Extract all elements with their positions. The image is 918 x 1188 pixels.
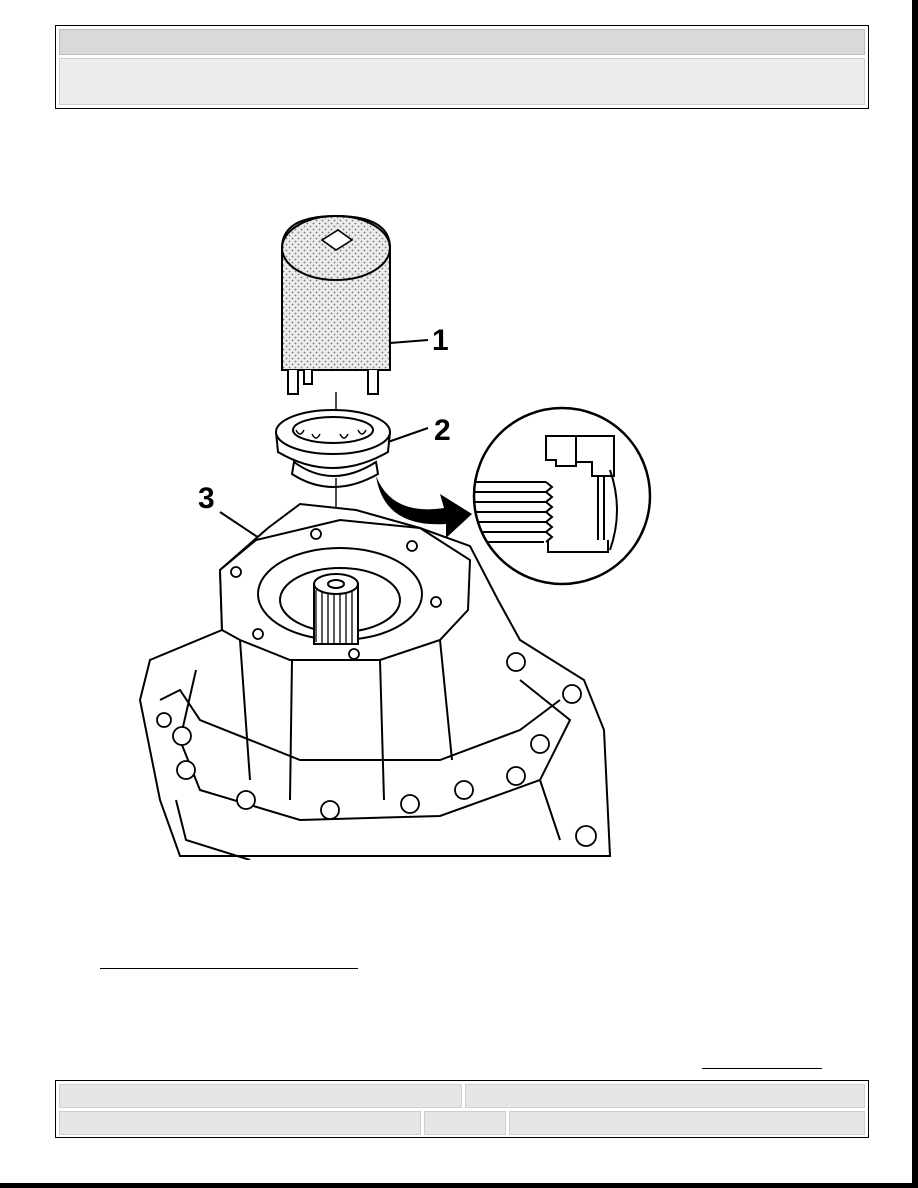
callout-leader-1: [389, 339, 429, 344]
header-title: [59, 29, 865, 55]
footer-cell-4: [424, 1111, 506, 1135]
document-footer: [55, 1080, 869, 1138]
housing-bolts: [156, 528, 597, 847]
document-header: [55, 25, 869, 109]
technical-illustration: 1 2 3: [138, 214, 652, 860]
link-underline-right[interactable]: [702, 1068, 822, 1069]
callout-leader-3: [219, 511, 263, 541]
detail-arrow: [376, 476, 472, 538]
callout-leader-2: [387, 427, 429, 443]
link-underline-left[interactable]: [100, 968, 358, 969]
transfer-case-housing: [138, 502, 612, 860]
footer-cell-2: [465, 1084, 865, 1108]
header-subtitle: [59, 58, 865, 105]
page-edge-right: [912, 0, 918, 1188]
magnified-thread-detail: [472, 406, 652, 586]
tool-socket: [281, 214, 391, 412]
footer-cell-1: [59, 1084, 462, 1108]
callout-label-2: 2: [434, 414, 451, 447]
callout-label-1: 1: [432, 324, 449, 357]
page-edge-bottom: [0, 1183, 918, 1188]
footer-cell-5: [509, 1111, 865, 1135]
callout-label-3: 3: [198, 482, 215, 515]
footer-cell-3: [59, 1111, 421, 1135]
